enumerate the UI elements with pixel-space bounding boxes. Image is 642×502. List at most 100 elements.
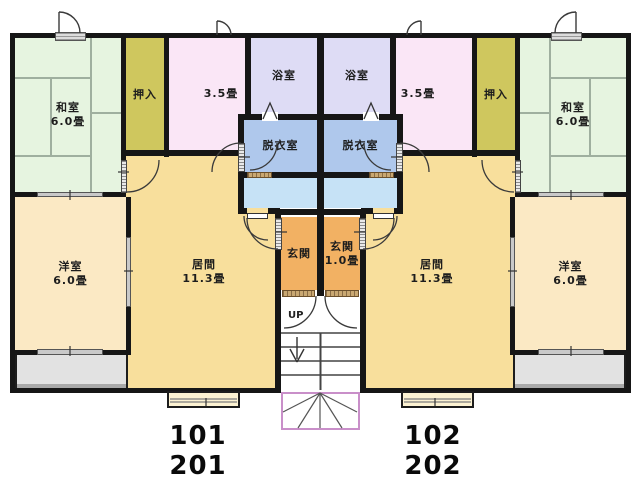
room-bath-left: 浴室 bbox=[251, 38, 317, 114]
room-label: 浴室 bbox=[345, 69, 369, 82]
genkan-threshold bbox=[325, 290, 359, 297]
wall bbox=[360, 249, 366, 296]
room-label: 押入 bbox=[133, 88, 157, 101]
room-label: 3.5畳 bbox=[203, 87, 239, 100]
room-dressing-left: 脱衣室 bbox=[244, 119, 317, 172]
living-label-left: 居間 11.3畳 bbox=[182, 258, 226, 285]
room-size-label: 6.0畳 bbox=[53, 273, 88, 287]
wall bbox=[275, 214, 281, 219]
toilet-door-leaf bbox=[247, 213, 268, 219]
wall bbox=[360, 388, 631, 393]
stair-hall bbox=[281, 290, 360, 392]
bay-window bbox=[401, 391, 474, 408]
room-washitsu-left: 和室 6.0畳 bbox=[15, 38, 121, 192]
stairs-up-label: UP bbox=[288, 310, 304, 321]
unit-number-202: 202 bbox=[404, 451, 462, 481]
dressing-door-leaf bbox=[238, 143, 245, 172]
wall bbox=[360, 214, 366, 219]
wall bbox=[515, 38, 520, 197]
room-size-label: 6.0畳 bbox=[555, 115, 591, 128]
wall bbox=[268, 208, 280, 214]
tatami-line bbox=[589, 77, 591, 155]
wall bbox=[394, 172, 397, 178]
tatami-line bbox=[549, 38, 551, 192]
room-label: 洋室 bbox=[558, 259, 583, 273]
wall bbox=[360, 296, 366, 392]
wall bbox=[277, 114, 317, 120]
tatami-line bbox=[50, 77, 52, 155]
sliding-door bbox=[510, 237, 515, 307]
toilet-door-leaf bbox=[373, 213, 394, 219]
toilet-sliding-door bbox=[247, 172, 272, 178]
wall bbox=[397, 172, 403, 214]
room-genkan-left: 玄関 bbox=[281, 217, 317, 290]
wall bbox=[317, 38, 324, 296]
balcony-sliding-window bbox=[538, 349, 604, 355]
wall bbox=[397, 114, 403, 143]
unit-number-101: 101 bbox=[169, 421, 227, 451]
wall bbox=[626, 33, 631, 393]
room-label: 脱衣室 bbox=[262, 138, 299, 152]
toilet-sliding-door bbox=[369, 172, 394, 178]
wall bbox=[275, 296, 281, 392]
room-label: 玄関 bbox=[287, 246, 311, 260]
room-size-label: 1.0畳 bbox=[324, 253, 360, 267]
wall bbox=[244, 114, 263, 120]
room-western-left: 洋室 6.0畳 bbox=[15, 197, 126, 350]
balcony-right bbox=[513, 353, 626, 393]
room-oshiire-left: 押入 bbox=[126, 38, 164, 152]
wall bbox=[244, 208, 247, 214]
living-label-right: 居間 11.3畳 bbox=[410, 258, 454, 285]
entrance-window-sill bbox=[551, 32, 582, 41]
unit-number-102: 102 bbox=[404, 421, 462, 451]
room-western-right: 洋室 6.0畳 bbox=[515, 197, 626, 350]
bay-window bbox=[167, 391, 240, 408]
wall bbox=[378, 114, 397, 120]
room-oshiire-right: 押入 bbox=[477, 38, 515, 152]
wall bbox=[472, 38, 477, 157]
room-label: 洋室 bbox=[58, 259, 83, 273]
wall bbox=[275, 249, 281, 296]
room-label: 押入 bbox=[484, 88, 508, 101]
room-label: 和室 bbox=[56, 101, 80, 114]
genkan-threshold bbox=[282, 290, 315, 297]
wall bbox=[121, 38, 126, 197]
washitsu-door-leaf bbox=[121, 160, 127, 193]
dressing-door-leaf bbox=[396, 143, 403, 172]
wall bbox=[238, 114, 244, 143]
entry-door-leaf bbox=[275, 218, 282, 250]
room-label: 脱衣室 bbox=[342, 138, 379, 152]
room-washitsu-right: 和室 6.0畳 bbox=[520, 38, 626, 192]
room-size-label: 6.0畳 bbox=[553, 273, 588, 287]
room-size-label: 6.0畳 bbox=[50, 115, 86, 128]
tatami-line bbox=[15, 155, 91, 157]
room-toilet-right bbox=[324, 178, 397, 208]
wall bbox=[10, 33, 631, 38]
tatami-line bbox=[520, 112, 551, 114]
wall bbox=[361, 208, 373, 214]
balcony-sliding-window bbox=[37, 349, 103, 355]
entry-door-leaf bbox=[359, 218, 366, 250]
wall bbox=[121, 150, 244, 156]
wall bbox=[324, 172, 369, 178]
unit-number-201: 201 bbox=[169, 451, 227, 481]
balcony-edge bbox=[17, 384, 126, 391]
wall bbox=[238, 172, 244, 214]
room-bath-right: 浴室 bbox=[324, 38, 390, 114]
wall bbox=[390, 38, 396, 114]
wall bbox=[164, 38, 169, 157]
sliding-door bbox=[126, 237, 131, 307]
wall bbox=[244, 172, 247, 178]
room-genkan-right: 玄関 1.0畳 bbox=[324, 217, 360, 290]
room-3.5jo-left: 3.5畳 bbox=[169, 38, 245, 150]
wall bbox=[324, 114, 364, 120]
room-label: 玄関 bbox=[330, 239, 354, 253]
tatami-line bbox=[15, 77, 91, 79]
tatami-line bbox=[550, 77, 626, 79]
entrance-window-sill bbox=[55, 32, 86, 41]
balcony-edge bbox=[515, 384, 624, 391]
tatami-line bbox=[90, 38, 92, 192]
room-label: 3.5畳 bbox=[400, 87, 436, 100]
room-label: 和室 bbox=[561, 101, 585, 114]
